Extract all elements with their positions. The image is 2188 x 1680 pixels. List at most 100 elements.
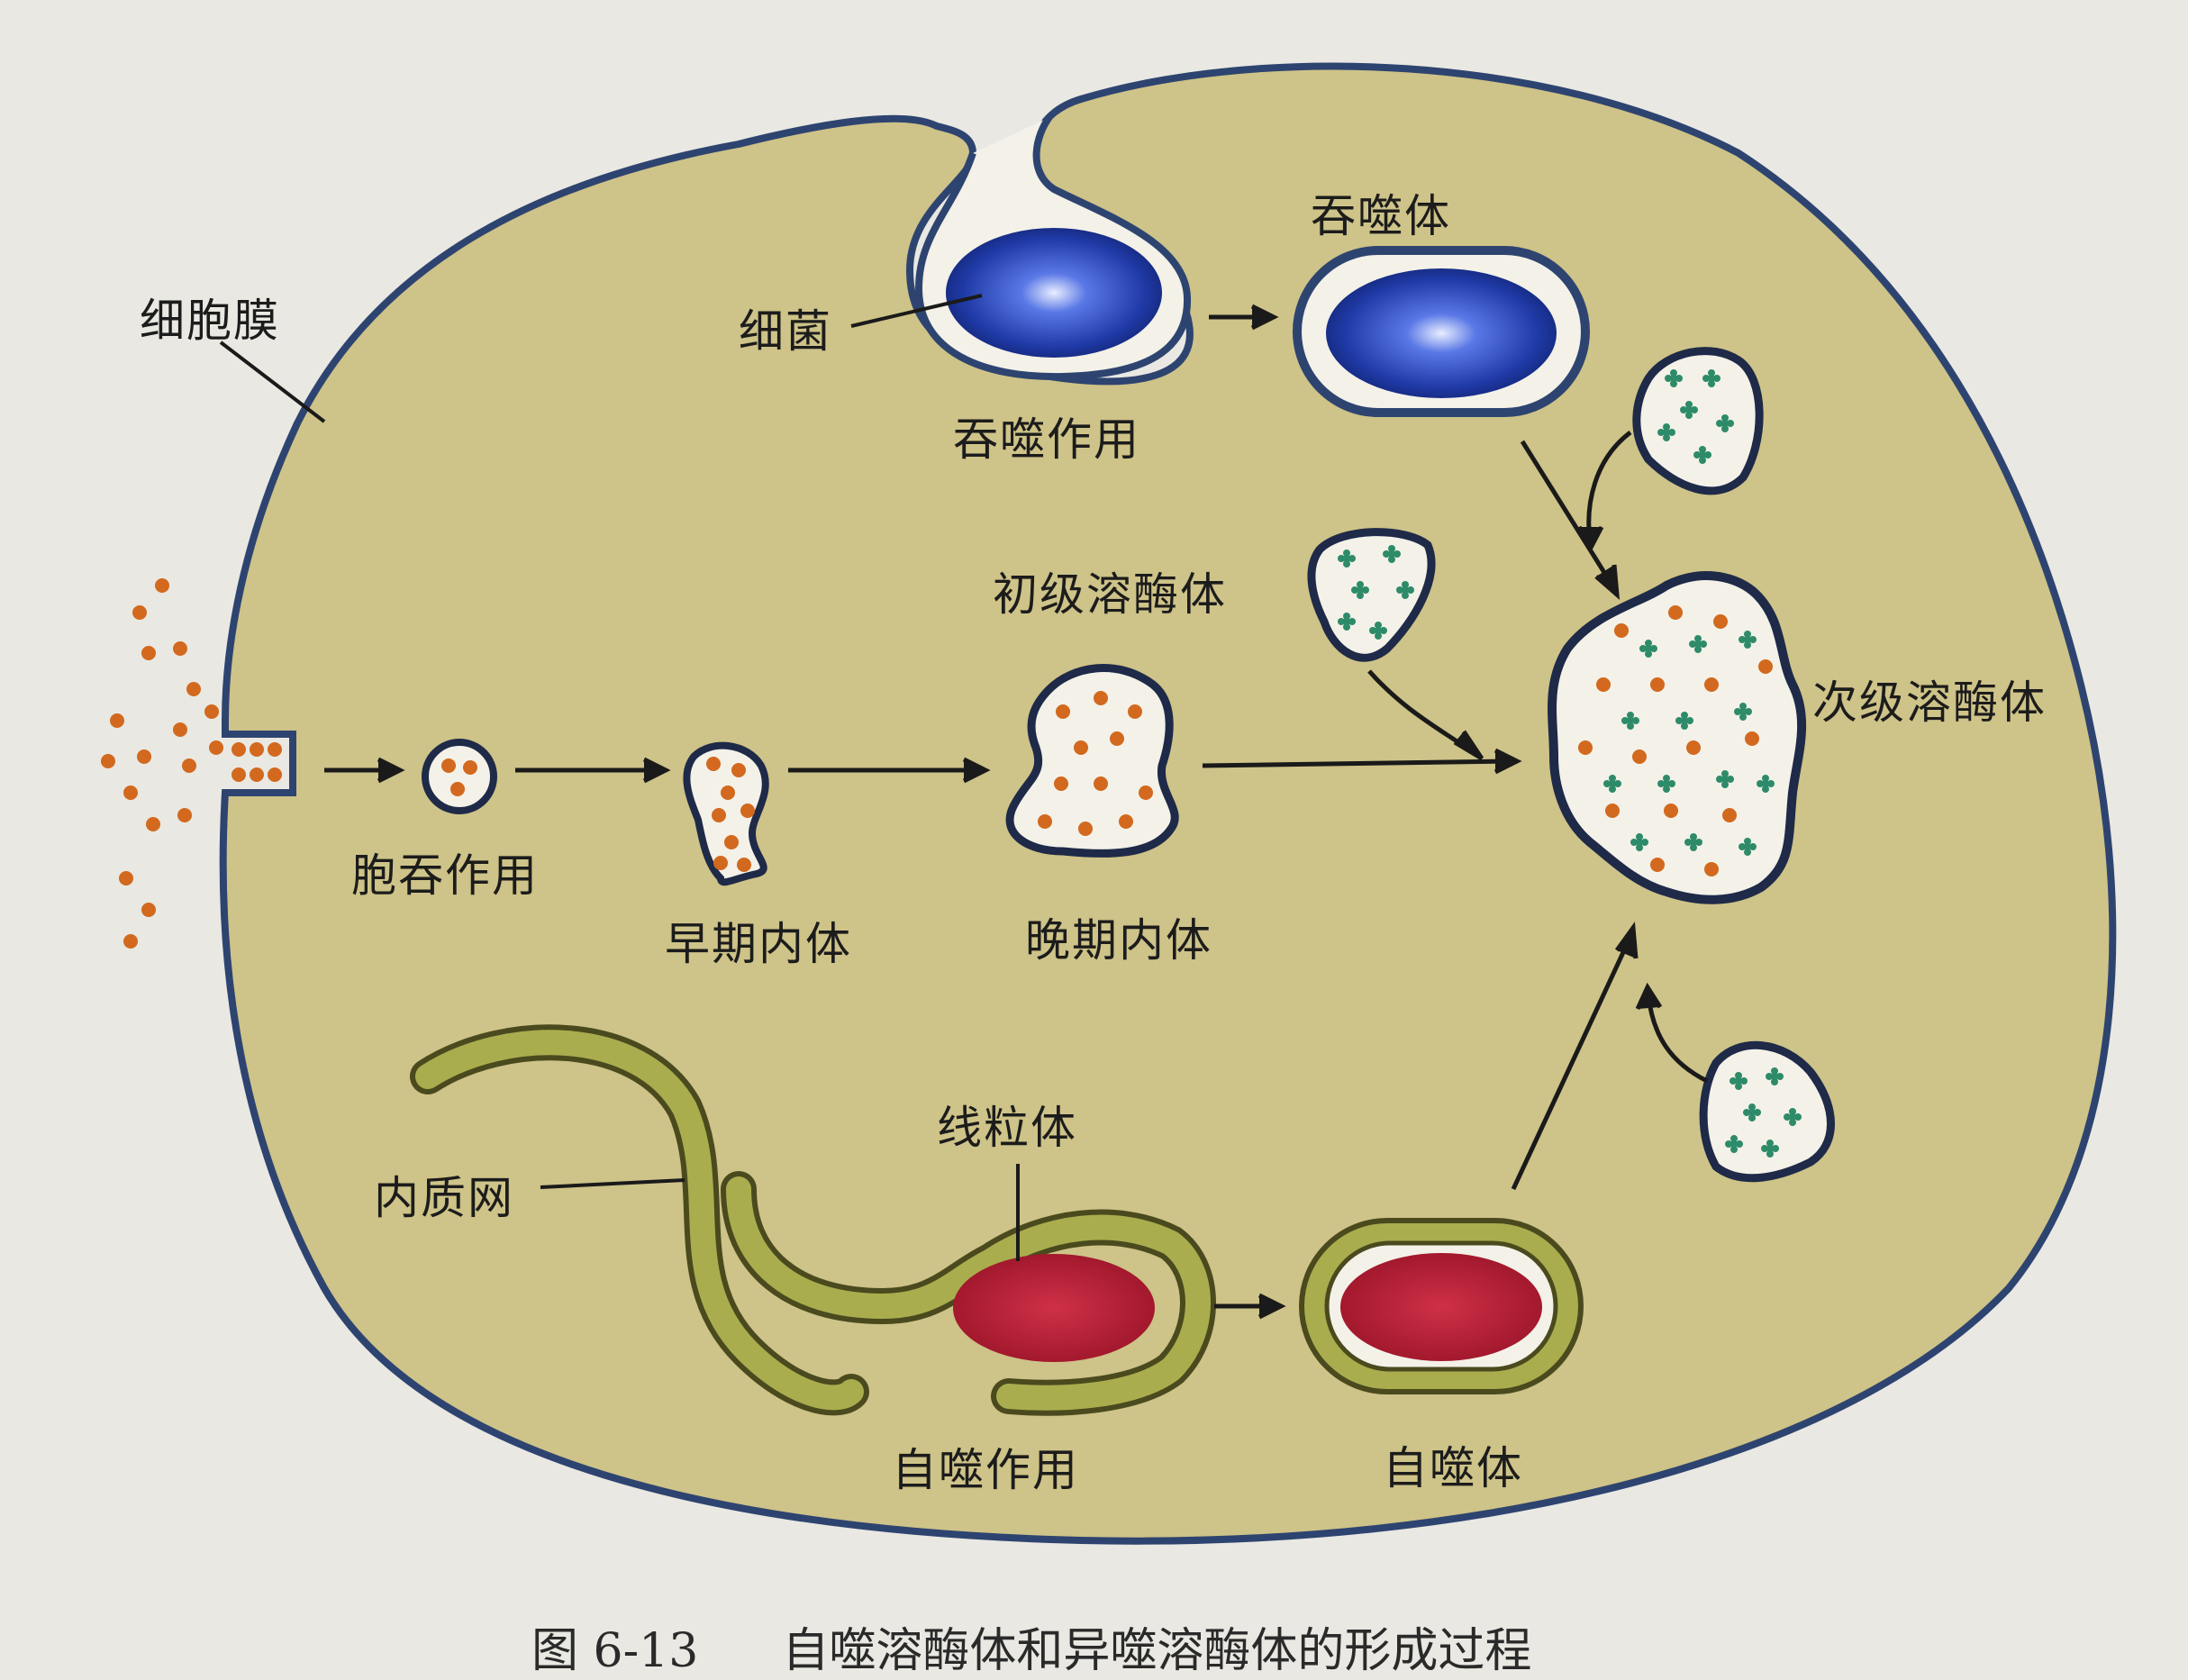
lysosome-top-green	[1716, 414, 1734, 432]
lysosome-bottom-green	[1730, 1072, 1748, 1090]
early-endosome-particle-orange	[737, 858, 751, 872]
extracellular-particle-orange	[155, 578, 169, 593]
label-phagosome: 吞噬体	[1311, 190, 1451, 242]
arrowhead-vesicle-to-early-endosome	[642, 757, 671, 784]
early-endosome-particle-orange	[731, 763, 746, 777]
early-endosome-outline	[683, 741, 769, 886]
bacterium-engulfed	[946, 228, 1162, 358]
vesicle-particle-orange	[463, 760, 477, 775]
secondary-lysosome-orange	[1704, 677, 1719, 692]
extracellular-particles	[101, 578, 223, 949]
arrowhead-phagocytosis-to-phagosome	[1250, 304, 1279, 331]
vesicle-particle-orange	[450, 782, 465, 796]
extracellular-particle-orange	[137, 749, 151, 764]
lysosome-top-green	[1702, 369, 1720, 387]
late-endosome-particle-orange	[1094, 691, 1108, 705]
green-particles-bottom	[1725, 1067, 1802, 1158]
secondary-lysosome-orange	[1578, 740, 1593, 755]
lysosome-bottom-green	[1784, 1108, 1802, 1126]
vesicle-particle-orange	[441, 758, 456, 773]
mitochondrion	[953, 1254, 1155, 1362]
late-endosome-particles	[1038, 691, 1153, 836]
secondary-lysosome-green	[1739, 838, 1757, 856]
label-autophagosome: 自噬体	[1383, 1442, 1523, 1494]
secondary-lysosome-green	[1639, 640, 1657, 658]
arrow-phagosome-to-secondary	[1520, 440, 1615, 587]
secondary-lysosome-green	[1684, 833, 1702, 851]
secondary-lysosome-green	[1734, 703, 1752, 721]
lysosome-top-green	[1680, 401, 1698, 419]
secondary-lysosome-green	[1603, 775, 1621, 793]
secondary-lysosome-green	[1630, 833, 1648, 851]
arrows	[219, 294, 1709, 1320]
extracellular-particle-orange	[173, 722, 187, 737]
label-primary-lysosome: 初级溶酶体	[993, 568, 1227, 621]
secondary-lysosome-green	[1675, 712, 1693, 730]
label-early-endosome: 早期内体	[665, 918, 852, 970]
arrowhead-primary-mid-to-secondary	[1453, 730, 1484, 761]
lysosome-mid-green	[1351, 581, 1369, 599]
channel-particle-orange	[232, 742, 246, 757]
secondary-lysosome-orange	[1745, 731, 1759, 746]
arrowhead-channel-to-vesicle	[377, 757, 405, 784]
lysosome-mid-green	[1396, 581, 1414, 599]
pinocytic-vesicle-membrane	[422, 739, 497, 814]
arrowhead-autophagosome-to-secondary	[1614, 922, 1639, 959]
channel-particle-orange	[268, 742, 282, 757]
primary-lysosome-mid	[1307, 528, 1436, 662]
secondary-lysosome-orange	[1664, 804, 1678, 818]
extracellular-particle-orange	[204, 704, 219, 719]
arrowhead-phagosome-to-secondary	[1594, 564, 1621, 600]
secondary-lysosome-orange	[1596, 677, 1611, 692]
early-endosome-particle-orange	[706, 757, 721, 771]
secondary-lysosome-particles	[1578, 605, 1775, 876]
primary-lysosome-mid-outline	[1307, 528, 1436, 662]
extracellular-particle-orange	[101, 754, 115, 768]
extracellular-particle-orange	[186, 682, 201, 696]
extracellular-particle-orange	[177, 808, 192, 822]
primary-lysosome-bottom	[1699, 1040, 1835, 1183]
lysosome-top-green	[1665, 369, 1683, 387]
extracellular-particle-orange	[123, 934, 138, 949]
secondary-lysosome-green	[1739, 631, 1757, 649]
lysosome-bottom-green	[1766, 1067, 1784, 1085]
secondary-lysosome-green	[1716, 770, 1734, 788]
secondary-lysosome-orange	[1722, 808, 1737, 822]
secondary-lysosome-orange	[1758, 659, 1773, 674]
label-secondary-lysosome: 次级溶酶体	[1812, 677, 2047, 729]
secondary-lysosome-orange	[1650, 858, 1665, 872]
secondary-lysosome	[1548, 571, 1807, 904]
lysosome-top-green	[1693, 446, 1711, 464]
channel-particle-orange	[232, 767, 246, 782]
isolation-membrane-inner	[726, 1176, 1211, 1411]
label-mitochondrion: 线粒体	[937, 1102, 1077, 1154]
secondary-lysosome-green	[1757, 775, 1775, 793]
green-particles-top	[1657, 369, 1734, 464]
extracellular-particle-orange	[141, 646, 156, 660]
channel-particle-orange	[250, 742, 264, 757]
lysosome-mid-green	[1338, 549, 1356, 568]
secondary-lysosome-orange	[1713, 614, 1728, 629]
secondary-lysosome-orange	[1632, 749, 1647, 764]
lysosome-mid-green	[1369, 622, 1387, 640]
secondary-lysosome-green	[1689, 635, 1707, 653]
arrowhead-late-endosome-to-secondary	[1493, 748, 1522, 775]
channel-particle-orange	[250, 767, 264, 782]
lysosome-mid-green	[1383, 545, 1401, 563]
late-endosome-particle-orange	[1056, 704, 1070, 719]
extracellular-particle-orange	[132, 605, 147, 620]
extracellular-particle-orange	[146, 817, 160, 831]
early-endosome-particle-orange	[724, 835, 739, 849]
late-endosome-particle-orange	[1094, 776, 1108, 791]
extracellular-particle-orange	[173, 641, 187, 656]
label-pinocytosis: 胞吞作用	[351, 849, 539, 902]
lysosome-mid-green	[1338, 613, 1356, 631]
arrow-autophagosome-to-secondary	[1511, 935, 1633, 1191]
extracellular-particle-orange	[209, 740, 223, 755]
phagocytosis-site	[914, 114, 1192, 381]
figure-caption: 图 6-13 自噬溶酶体和异噬溶酶体的形成过程	[531, 1612, 1531, 1680]
secondary-lysosome-orange	[1668, 605, 1683, 620]
figure-number: 图 6-13	[531, 1624, 699, 1678]
